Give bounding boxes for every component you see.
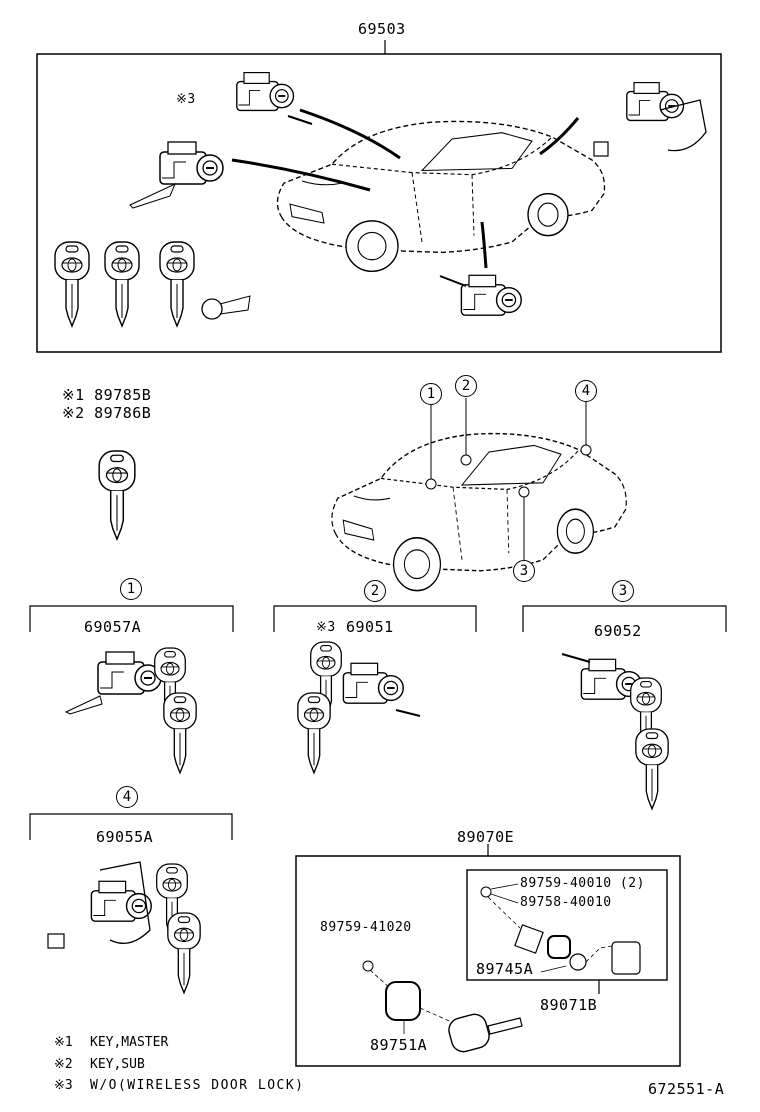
sub-part-1: 89759-40010 (2) <box>520 876 645 891</box>
location-marker-1: 1 <box>420 383 442 405</box>
transmitter-sub-box <box>466 869 668 981</box>
transmitter-screw-part: 89759-41020 <box>320 920 412 935</box>
note-mark-3: ※3 <box>54 1078 73 1093</box>
location-marker-3: 3 <box>513 560 535 582</box>
sub-assy-part: 89071B <box>540 996 598 1014</box>
top-part-number: 69503 <box>358 20 406 38</box>
group-1-part: 69057A <box>84 618 142 636</box>
transmitter-box <box>295 855 681 1067</box>
location-marker-2: 2 <box>455 375 477 397</box>
top-car-illustration <box>276 120 606 273</box>
middle-car-illustration <box>331 432 628 592</box>
group-4-bracket <box>29 813 233 840</box>
group-2-part: 69051 <box>346 618 394 636</box>
location-marker-4: 4 <box>575 380 597 402</box>
top-door-lock-right <box>460 274 523 317</box>
sub-part-2: 89758-40010 <box>520 895 612 910</box>
key-legend-line2: ※2 89786B <box>62 404 152 422</box>
note-text-3: W/O(WIRELESS DOOR LOCK) <box>90 1078 305 1093</box>
diagram-id: 672551-A <box>648 1080 725 1098</box>
group-2-bracket <box>273 605 477 632</box>
group-4-part: 69055A <box>96 828 154 846</box>
battery-part: 89745A <box>476 960 534 978</box>
group-2-number: 2 <box>364 580 386 602</box>
top-key-3 <box>159 241 195 327</box>
note-mark-1: ※1 <box>54 1035 73 1050</box>
case-part: 89751A <box>370 1036 428 1054</box>
single-key-illustration <box>98 450 136 540</box>
top-note-mark: ※3 <box>176 92 196 107</box>
top-door-lock-left <box>235 71 295 112</box>
group-4-number: 4 <box>116 786 138 808</box>
top-key-2 <box>104 241 140 327</box>
group-1-number: 1 <box>120 578 142 600</box>
key-legend-line1: ※1 89785B <box>62 386 152 404</box>
transmitter-part: 89070E <box>457 828 515 846</box>
group-3-bracket <box>522 605 727 632</box>
group-1-bracket <box>29 605 234 632</box>
note-text-1: KEY,MASTER <box>90 1035 169 1050</box>
note-text-2: KEY,SUB <box>90 1057 145 1072</box>
group-3-number: 3 <box>612 580 634 602</box>
top-ignition-cylinder <box>159 141 224 185</box>
note-mark-2: ※2 <box>54 1057 73 1072</box>
top-trunk-cylinder <box>625 81 685 122</box>
top-key-1 <box>54 241 90 327</box>
group-3-part: 69052 <box>594 622 642 640</box>
top-assembly-box <box>36 53 722 353</box>
group-2-note-mark: ※3 <box>316 620 336 635</box>
